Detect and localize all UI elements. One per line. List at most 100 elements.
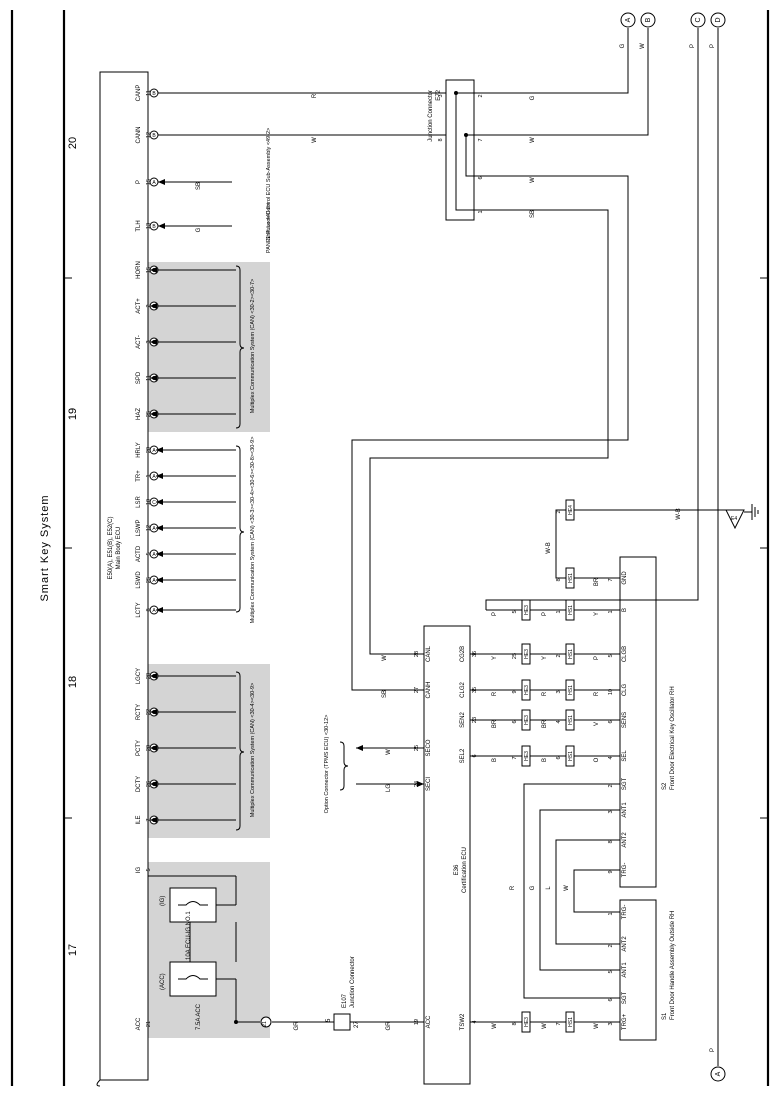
s2-pin-number: 1 bbox=[608, 610, 614, 613]
cert-pin-canl: CANL bbox=[426, 645, 432, 662]
main-pin-name-horn: HORN bbox=[136, 261, 142, 279]
main-pin-number: 12 bbox=[146, 132, 152, 138]
diagram-title: Smart Key System bbox=[39, 494, 51, 601]
mux-shade-middle bbox=[148, 664, 270, 838]
main-pin-name-haz: HAZ bbox=[136, 408, 142, 420]
fuse-acc: (ACC) 7.5A ACC bbox=[160, 922, 238, 1030]
connector-box bbox=[565, 643, 575, 665]
connector-label: HS1 bbox=[568, 685, 574, 695]
main-pin-number: 25 bbox=[146, 577, 152, 583]
s2-pin-trg: TRG- bbox=[622, 863, 628, 878]
connector-box bbox=[521, 679, 531, 701]
e72-code: E72 bbox=[436, 89, 442, 100]
wire-color-label: W bbox=[530, 177, 536, 183]
wire-color-label: R bbox=[594, 691, 600, 696]
main-pin-name-lswd: LSWD bbox=[136, 571, 142, 589]
connector-letter: A bbox=[152, 180, 156, 186]
page-number-18: 18 bbox=[67, 676, 79, 688]
connector-box bbox=[565, 567, 575, 589]
connector-label: HS1 bbox=[568, 605, 574, 615]
off-page-connector bbox=[640, 12, 656, 28]
wire-color-label: B bbox=[542, 758, 548, 762]
main-pin-number: 5 bbox=[146, 552, 152, 555]
s1-pin-number: 3 bbox=[608, 1022, 614, 1025]
wire-color-label: G bbox=[530, 95, 536, 100]
e107-name: Junction Connector bbox=[350, 956, 356, 1008]
wire-color-label: BR bbox=[542, 719, 548, 728]
connector-pin: 7 bbox=[556, 1022, 562, 1025]
connector-letter: A bbox=[152, 448, 156, 454]
wire-color-label: Y bbox=[594, 612, 600, 616]
connector-box bbox=[565, 679, 575, 701]
acc-connector-pin: 21 bbox=[262, 1021, 268, 1027]
wire-color-label: GR bbox=[294, 1021, 300, 1031]
connector-label: HS1 bbox=[568, 751, 574, 761]
connector-pin: 3 bbox=[556, 690, 562, 693]
connector-pin: 9 bbox=[512, 690, 518, 693]
cert-pin-seci: SECI bbox=[426, 777, 432, 791]
wire-color-label: R bbox=[492, 691, 498, 696]
main-pin-number: 15 bbox=[146, 267, 152, 273]
ref-shift-lock: Shift Lock Control ECU Sub-Assembly <49-… bbox=[266, 128, 272, 241]
wire-color-label: W bbox=[530, 137, 536, 143]
wire-color-label: P bbox=[594, 656, 600, 660]
wire-color-label: P bbox=[690, 44, 696, 48]
s2-pin-clgb: CLGB bbox=[622, 646, 628, 662]
connector-letter: A bbox=[152, 474, 156, 480]
main-pin-name-p: P bbox=[136, 180, 142, 184]
mux-group-bottom: Multiplex Communication System (CAN) <30… bbox=[235, 671, 256, 831]
connector-letter: C bbox=[152, 500, 156, 506]
main-pin-name-canp: CANP bbox=[136, 85, 142, 102]
off-page-letter: B bbox=[645, 17, 652, 22]
s1-pin-number: 1 bbox=[608, 912, 614, 915]
connector-box bbox=[565, 499, 575, 521]
connector-label: HS1 bbox=[568, 649, 574, 659]
s2-pin-number: 10 bbox=[608, 689, 614, 695]
connector-box bbox=[565, 745, 575, 767]
wire-color-label: W bbox=[312, 137, 318, 143]
connector-letter: A bbox=[152, 578, 156, 584]
option-connector-label: Option Connector (TPMS ECU) <30-12> bbox=[324, 715, 330, 814]
wire-color-label: LG bbox=[386, 784, 392, 792]
connector-letter: A bbox=[152, 552, 156, 558]
off-page-letter: C bbox=[695, 17, 702, 22]
cert-ecu-name: Certification ECU bbox=[462, 847, 468, 893]
connector-box bbox=[565, 709, 575, 731]
connector-label: HS1 bbox=[568, 715, 574, 725]
main-pin-name-ile: ILE bbox=[136, 815, 142, 824]
ref-panel-fuse: PANEL Fuse <40-8> bbox=[266, 203, 272, 253]
wire-color-label: G bbox=[530, 885, 536, 890]
e72-pin: 8 bbox=[438, 138, 444, 141]
connector-letter: A bbox=[152, 526, 156, 532]
connector-pin: 25 bbox=[512, 653, 518, 659]
main-pin-name-act: ACT- bbox=[136, 335, 142, 349]
wire-color-label: Y bbox=[542, 656, 548, 660]
connector-box bbox=[521, 745, 531, 767]
off-page-letter: A bbox=[715, 1071, 722, 1076]
wire-color-label: V bbox=[594, 722, 600, 726]
s1-pin-sgt: SGT bbox=[622, 992, 628, 1005]
wire-color-label: W bbox=[382, 655, 388, 661]
wire-color-label: P bbox=[542, 612, 548, 616]
junction-e72 bbox=[445, 79, 475, 221]
wire-color-label: SB bbox=[530, 210, 536, 218]
cert-pin-seco: SECO bbox=[426, 739, 432, 756]
s2-pin-number: 9 bbox=[608, 870, 614, 873]
main-pin-name-hrly: HRLY bbox=[136, 442, 142, 458]
main-pin-name-spd: SPD bbox=[136, 371, 142, 384]
wire-color-label: W bbox=[640, 43, 646, 49]
main-ecu-code: E50(A), E51(B), E52(C) bbox=[108, 516, 114, 579]
page-number-17: 17 bbox=[67, 944, 79, 956]
main-pin-name-acc: ACC bbox=[136, 1017, 142, 1030]
s2-pin-ant1: ANT1 bbox=[622, 802, 628, 818]
connector-pin: 6 bbox=[512, 720, 518, 723]
wire-color-label: R bbox=[312, 93, 318, 98]
s2-oscillator-box bbox=[619, 556, 657, 888]
main-pin-number: 1 bbox=[146, 474, 152, 477]
main-pin-name-pcty: PCTY bbox=[136, 740, 142, 756]
main-pin-number: 11 bbox=[146, 375, 152, 381]
main-pin-name-cann: CANN bbox=[136, 126, 142, 143]
